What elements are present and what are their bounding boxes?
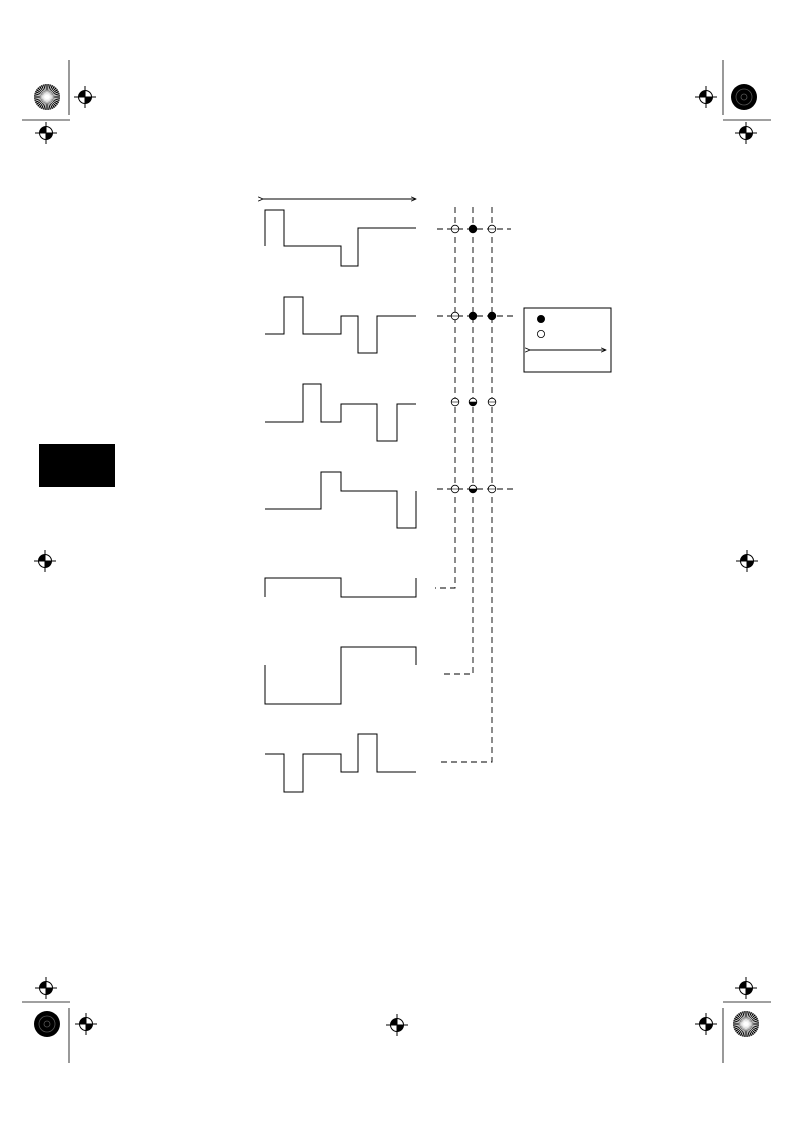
waveform-7 xyxy=(265,733,416,793)
registration-mark-icon xyxy=(736,550,758,572)
waveform-6 xyxy=(264,646,417,705)
section-side-tab xyxy=(39,444,115,487)
legend-filled-circle xyxy=(537,314,546,323)
state-circle-filled xyxy=(487,311,497,321)
channel-line-2 xyxy=(440,207,474,675)
solid-target-icon xyxy=(34,1011,60,1037)
solid-target-icon xyxy=(731,84,757,110)
state-circle-open xyxy=(450,311,460,321)
starburst-target-icon xyxy=(733,1011,759,1037)
state-circle-filled xyxy=(468,311,478,321)
state-circle-half xyxy=(468,484,478,494)
channel-lines xyxy=(435,207,516,763)
waveforms xyxy=(264,209,417,793)
waveform-4 xyxy=(265,471,417,529)
state-circle-open xyxy=(487,224,497,234)
state-circle-filled xyxy=(468,224,478,234)
state-circle-open xyxy=(450,397,460,407)
channel-line-3 xyxy=(440,207,493,763)
legend-open-circle xyxy=(537,329,546,338)
waveform-1 xyxy=(264,209,416,267)
registration-marks xyxy=(34,84,759,1037)
registration-mark-icon xyxy=(735,977,757,999)
state-circles xyxy=(450,224,497,494)
legend-box xyxy=(523,307,612,373)
registration-mark-icon xyxy=(695,86,717,108)
registration-mark-icon xyxy=(695,1013,717,1035)
crop-marks xyxy=(22,60,771,1063)
registration-mark-icon xyxy=(35,122,57,144)
state-circle-open xyxy=(487,484,497,494)
channel-line-1 xyxy=(435,207,456,589)
state-circle-half xyxy=(468,397,478,407)
waveform-3 xyxy=(265,383,416,442)
state-circle-open xyxy=(450,484,460,494)
registration-mark-icon xyxy=(386,1014,408,1036)
registration-mark-icon xyxy=(74,86,96,108)
registration-mark-icon xyxy=(735,122,757,144)
registration-mark-icon xyxy=(35,977,57,999)
registration-mark-icon xyxy=(75,1013,97,1035)
waveform-5 xyxy=(264,577,417,598)
state-circle-open xyxy=(450,224,460,234)
waveform-2 xyxy=(265,296,416,354)
state-circle-open xyxy=(487,397,497,407)
starburst-target-icon xyxy=(34,84,60,110)
registration-mark-icon xyxy=(34,550,56,572)
